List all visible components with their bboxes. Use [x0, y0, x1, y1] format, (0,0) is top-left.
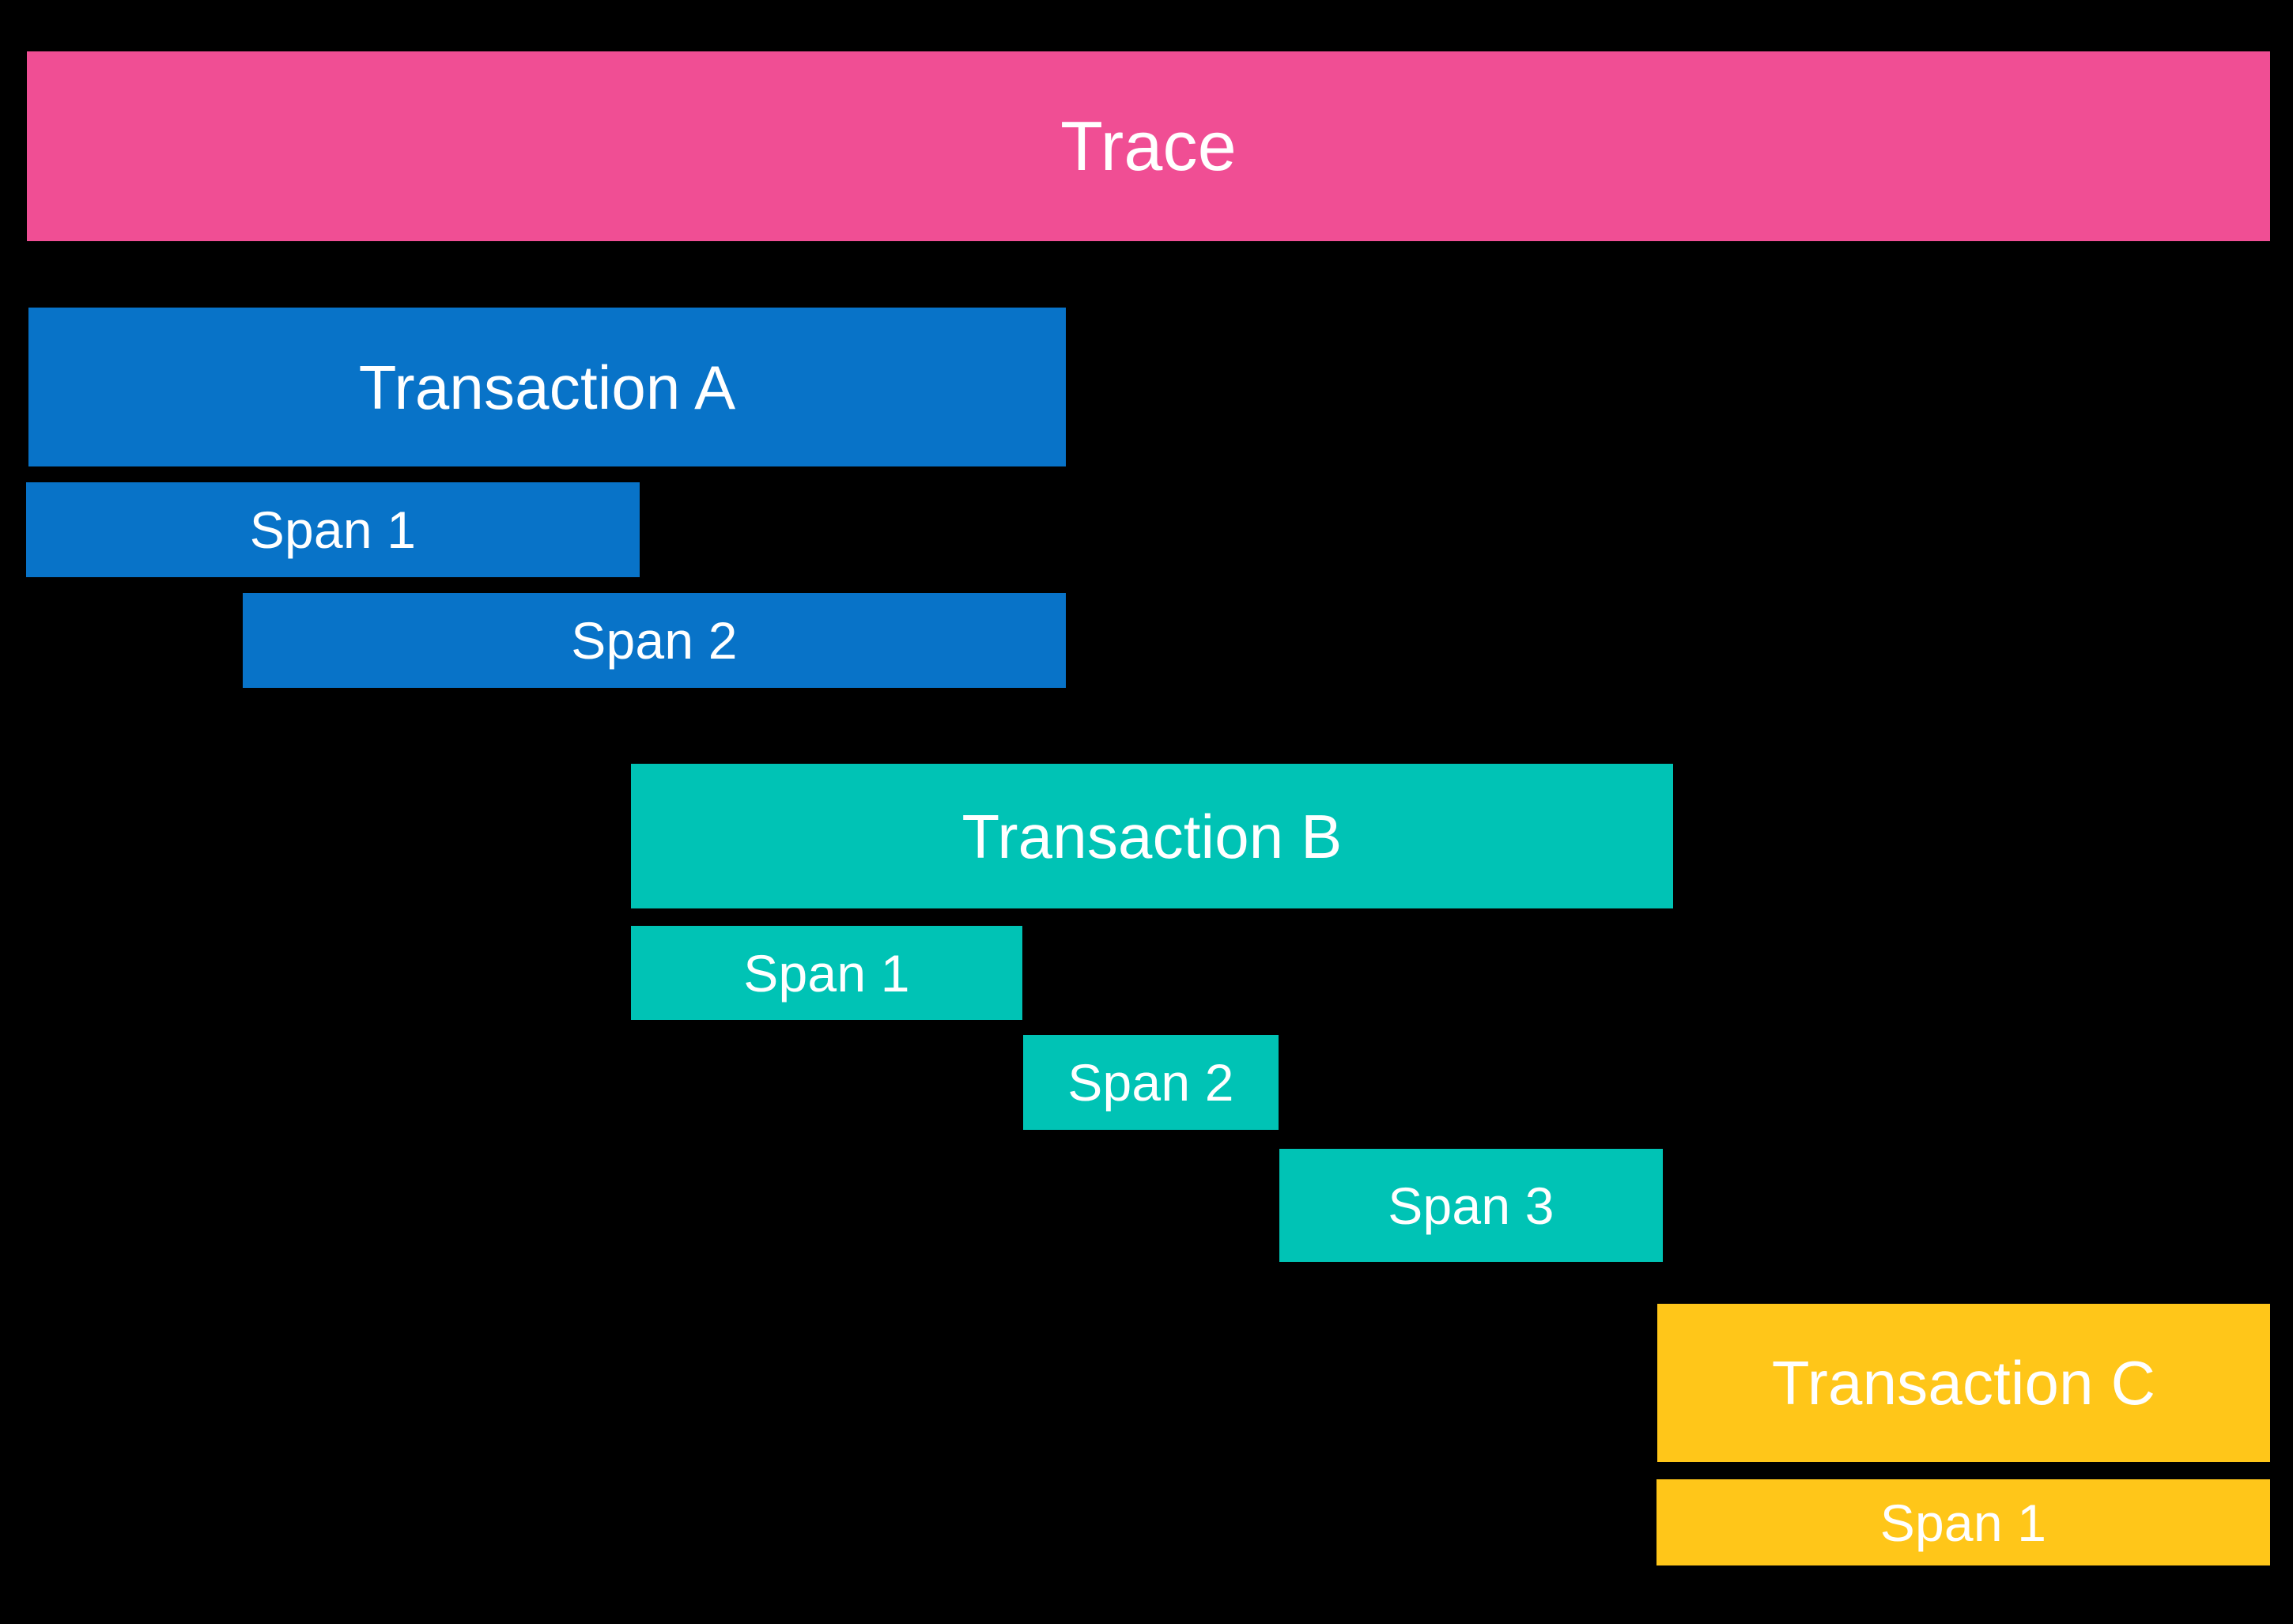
- span-bar-label-transaction-b-span-2: Span 2: [1067, 1053, 1234, 1112]
- transaction-bar-label-transaction-a: Transaction A: [358, 352, 736, 422]
- span-bar-label-transaction-a-span-1: Span 1: [249, 500, 417, 559]
- span-bar-transaction-b-span-2[interactable]: Span 2: [1023, 1035, 1279, 1130]
- span-bar-transaction-a-span-1[interactable]: Span 1: [26, 482, 640, 577]
- transaction-bar-transaction-c[interactable]: Transaction C: [1657, 1304, 2270, 1462]
- span-bar-transaction-b-span-1[interactable]: Span 1: [631, 926, 1022, 1020]
- trace-bar[interactable]: Trace: [27, 51, 2270, 241]
- span-bar-transaction-a-span-2[interactable]: Span 2: [243, 593, 1066, 688]
- trace-bar-label: Trace: [1060, 107, 1237, 185]
- transaction-bar-transaction-b[interactable]: Transaction B: [631, 764, 1673, 908]
- transaction-bar-transaction-a[interactable]: Transaction A: [28, 308, 1066, 466]
- span-bar-transaction-c-span-1[interactable]: Span 1: [1656, 1479, 2270, 1565]
- transaction-bar-label-transaction-c: Transaction C: [1771, 1348, 2156, 1418]
- span-bar-label-transaction-b-span-3: Span 3: [1388, 1176, 1554, 1235]
- span-bar-label-transaction-c-span-1: Span 1: [1879, 1493, 2047, 1552]
- transaction-bar-label-transaction-b: Transaction B: [961, 801, 1343, 871]
- span-bar-label-transaction-b-span-1: Span 1: [743, 943, 910, 1003]
- span-bar-label-transaction-a-span-2: Span 2: [571, 611, 738, 670]
- span-bar-transaction-b-span-3[interactable]: Span 3: [1279, 1149, 1663, 1262]
